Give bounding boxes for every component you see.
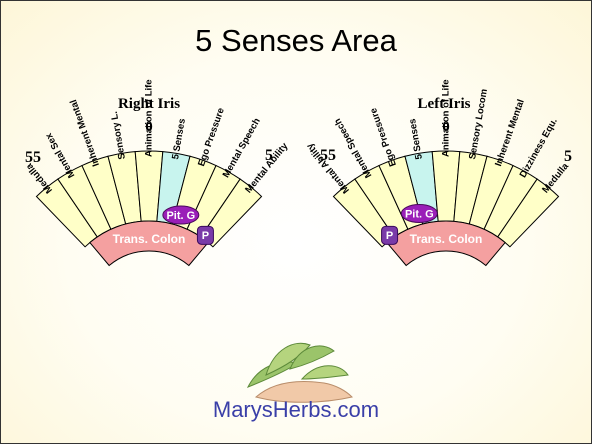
right-iris-title: Right Iris <box>118 96 180 112</box>
right_iris-p-marker <box>196 225 214 245</box>
right_iris-segment-label-7: Mental Speech <box>221 116 263 180</box>
left_iris-segment-label-1: Mental Speech <box>332 116 374 180</box>
right_iris-segment-label-5: 5 Senses <box>170 118 188 160</box>
right-iris-right-number: 5 <box>265 147 273 164</box>
left_iris-pit-gland-marker <box>400 204 438 224</box>
left_iris-pit-gland-label: Pit. G <box>405 208 434 220</box>
right_iris-segment-label-2: Inherent Mental <box>68 98 102 168</box>
left_iris-p-label: P <box>386 230 393 242</box>
left_iris-segment-label-6: Inherent Mental <box>493 98 527 168</box>
right-iris-left-number: 55 <box>25 149 41 166</box>
right_iris-trans-colon-label: Trans. Colon <box>113 232 186 246</box>
left_iris-segment-label-4: Animation of Life <box>441 79 452 157</box>
left_iris-segment-label-8: Medulla <box>540 160 571 195</box>
slide-title: 5 Senses Area <box>195 23 397 58</box>
right_iris-pit-gland-marker <box>162 205 200 225</box>
left_iris-segment-label-3: 5 Senses <box>407 118 425 160</box>
left-iris-top-number: 0 <box>442 119 450 135</box>
right-iris-top-number: 0 <box>145 119 153 135</box>
left_iris-p-marker <box>381 225 399 245</box>
left_iris-segment-label-7: Dizziness Equ. <box>518 116 560 179</box>
left-iris-title: Left Iris <box>418 96 471 112</box>
right_iris-segment-label-4: Animation of Life <box>144 79 155 157</box>
right_iris-segment-label-1: Mental Sex <box>43 130 77 179</box>
left_iris-trans-colon-band <box>386 220 506 267</box>
left_iris-segment-label-5: Sensory Locom <box>467 88 490 160</box>
logo-text: MarysHerbs.com <box>212 397 380 422</box>
left_iris-segment-label-2: Ego Pressure <box>368 106 399 167</box>
herb-leaves-hand-icon <box>246 342 353 403</box>
right_iris-pit-gland-label: Pit. G <box>166 210 195 222</box>
right_iris-segment-label-3: Sensory L. <box>109 110 128 160</box>
left_iris-trans-colon-label: Trans. Colon <box>410 232 483 246</box>
left-iris-right-number: 5 <box>564 148 572 165</box>
right_iris-segment-label-6: Ego Pressure <box>196 106 227 167</box>
right_iris-p-label: P <box>202 230 209 242</box>
left-iris-left-number: 55 <box>320 147 336 164</box>
